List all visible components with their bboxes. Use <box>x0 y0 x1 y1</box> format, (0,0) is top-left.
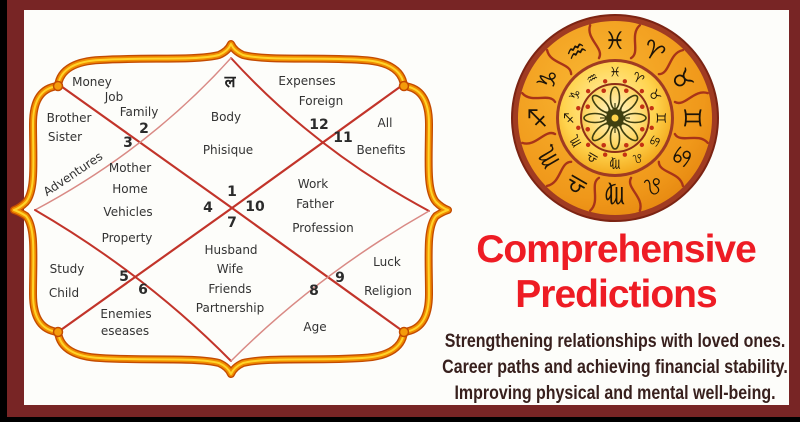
house-word: Sister <box>47 130 83 144</box>
house-number: 8 <box>309 283 319 299</box>
benefit-line-wellbeing: Improving physical and mental well-being… <box>454 383 776 404</box>
sign-divider-scroll <box>588 176 601 212</box>
house-number: 1 <box>227 184 237 200</box>
band-red-dot <box>649 105 654 111</box>
house-number: 7 <box>227 215 237 231</box>
house-number: 10 <box>245 199 265 215</box>
band-red-dot <box>602 79 608 84</box>
benefit-line-career: Career paths and achieving financial sta… <box>442 357 788 378</box>
benefit-line-relationships: Strengthening relationships with loved o… <box>444 331 786 352</box>
pisces-symbol-icon: ♓ <box>609 66 621 81</box>
sign-divider-scroll <box>673 91 709 105</box>
frame-corner-curls <box>52 80 410 338</box>
house-word: Adventures <box>40 149 106 199</box>
sign-divider-scroll <box>628 176 642 212</box>
sign-divider-scroll <box>657 160 685 188</box>
sign-divider-scroll <box>545 160 573 188</box>
band-red-dot <box>585 88 591 94</box>
sagittarius-figure-icon: ♐ <box>524 107 552 129</box>
house-number: 12 <box>309 117 329 133</box>
sign-divider-scroll <box>545 48 573 76</box>
benefit-text-block: Strengthening relationships with loved o… <box>434 329 795 407</box>
sign-divider-scroll <box>521 91 557 104</box>
kundli-ornate-frame <box>14 44 448 374</box>
band-red-dot <box>649 125 654 131</box>
house-number: 2 <box>139 121 149 137</box>
house-word: Child <box>48 286 80 300</box>
band-red-dot <box>576 105 581 111</box>
house-word: Luck <box>373 255 401 269</box>
house-word: Work <box>297 177 329 191</box>
mandala-red-dot <box>639 126 645 132</box>
wheel-center-mandala <box>576 79 654 157</box>
zodiac-wheel: ♓♈♉♊♋♌♍♎♏♐♑♒ ♓♈♉♊♋♌♍♎♏♐♑♒ <box>511 14 719 222</box>
mandala-core-dot <box>611 114 619 122</box>
mandala-red-dot <box>585 104 591 110</box>
house-word: Enemies <box>100 307 152 321</box>
mandala-red-dot <box>601 142 607 148</box>
house-number: 4 <box>203 200 213 216</box>
house-word: Religion <box>364 284 412 298</box>
house-word: Profession <box>292 221 354 235</box>
mandala-red-dot <box>623 142 629 148</box>
house-word: Friends <box>208 282 252 296</box>
house-number: 9 <box>335 270 345 286</box>
band-red-dot <box>602 152 608 157</box>
house-word: Home <box>112 182 148 196</box>
house-word: Partnership <box>195 301 265 315</box>
house-number: 11 <box>333 130 353 146</box>
virgo-figure-icon: ♍ <box>604 181 626 209</box>
house-word: Body <box>210 110 242 124</box>
sign-divider-scroll <box>629 24 642 60</box>
house-word: Money <box>72 75 112 89</box>
band-red-dot <box>585 142 591 148</box>
house-word: Family <box>119 105 159 119</box>
house-word: Phisique <box>202 143 254 157</box>
wheel-sign-dividers <box>521 24 709 212</box>
house-word: Expenses <box>278 74 336 88</box>
house-word: Benefits <box>356 143 406 157</box>
house-word: Husband <box>204 243 258 257</box>
kundli-house-lines <box>34 57 430 362</box>
headline-line1: Comprehensive <box>476 228 757 271</box>
house-word: Foreign <box>298 94 344 108</box>
sign-divider-scroll <box>588 24 602 60</box>
sagittarius-symbol-icon: ♐ <box>563 112 578 124</box>
house-word: Age <box>303 320 327 334</box>
sign-divider-scroll <box>657 48 685 76</box>
gemini-symbol-icon: ♊ <box>653 112 668 124</box>
house-word: eseases <box>100 324 150 338</box>
house-number: 5 <box>119 269 129 285</box>
house-word: Father <box>296 197 334 211</box>
band-red-dot <box>639 88 645 94</box>
sign-divider-scroll <box>521 131 557 145</box>
mandala-red-dot <box>585 126 591 132</box>
band-red-dot <box>576 125 581 131</box>
house-number: 6 <box>138 282 148 298</box>
virgo-symbol-icon: ♍ <box>609 156 621 171</box>
house-word: Study <box>49 262 85 276</box>
pisces-figure-icon: ♓ <box>604 27 626 55</box>
mandala-red-dot <box>639 104 645 110</box>
house-number: 3 <box>123 135 133 151</box>
gemini-figure-icon: ♊ <box>678 107 706 129</box>
mandala-red-dot <box>601 88 607 94</box>
headline-line2: Predictions <box>515 273 717 316</box>
sign-divider-scroll <box>673 132 709 145</box>
house-word: Wife <box>216 262 244 276</box>
house-word: Vehicles <box>103 205 153 219</box>
lagna-symbol: ल <box>224 72 236 91</box>
house-word: Brother <box>46 111 92 125</box>
band-red-dot <box>622 152 628 157</box>
house-word: Job <box>104 90 124 104</box>
house-word: All <box>377 116 393 130</box>
band-red-dot <box>622 79 628 84</box>
band-red-dot <box>639 142 645 148</box>
kundli-chart-diagram <box>0 0 460 422</box>
mandala-red-dot <box>623 88 629 94</box>
house-word: Property <box>101 231 153 245</box>
house-word: Mother <box>108 161 152 175</box>
